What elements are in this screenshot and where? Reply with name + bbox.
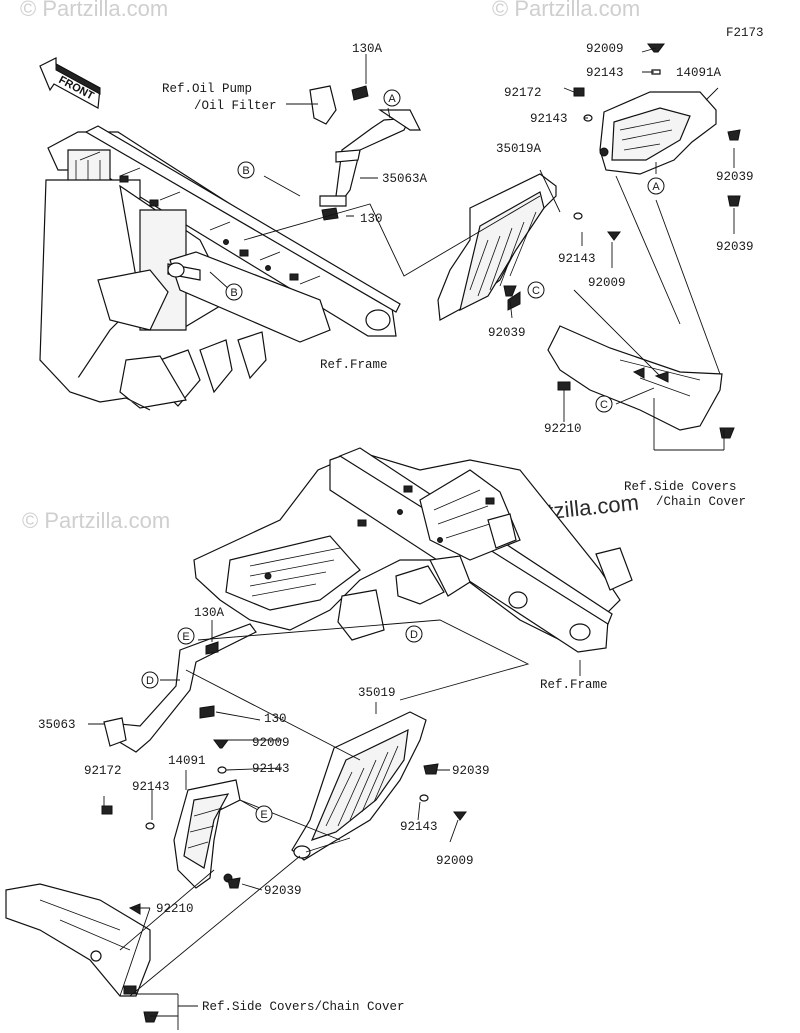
chain-cover-35019-drawing [291,711,427,861]
leaders-bottom [88,619,581,1030]
svg-text:B: B [242,165,249,177]
callout-D-bottom-1: D [405,625,423,643]
callout-E-bottom-2: E [255,805,273,823]
leaders-top [209,47,735,451]
rear-fender-bottom-drawing [5,883,151,997]
label-92143-b2: 92143 [132,780,170,794]
diagram-code: F2173 [726,26,764,40]
label-92143-t3: 92143 [558,252,596,266]
label-130-bottom: 130 [264,712,287,726]
label-14091: 14091 [168,754,206,768]
ref-side-covers-bottom: Ref.Side Covers/Chain Cover [202,1000,405,1014]
ref-side-covers-top-line1: Ref.Side Covers [624,480,737,494]
label-92039-b1: 92039 [452,764,490,778]
mudguard-14091A-drawing [599,91,717,175]
ref-side-covers-top-line2: /Chain Cover [656,495,746,509]
ref-oil-pump-line2: /Oil Filter [194,99,277,113]
svg-text:A: A [388,93,396,105]
label-92143-t2: 92143 [530,112,568,126]
svg-text:E: E [260,809,267,821]
label-35063: 35063 [38,718,76,732]
label-92009-t2: 92009 [588,276,626,290]
label-92039-b2: 92039 [264,884,302,898]
svg-text:C: C [600,399,608,411]
callout-A-top-1: A [383,89,401,107]
label-130-top: 130 [360,212,383,226]
callout-A-top-2: A [647,177,665,195]
label-92143-b3: 92143 [400,820,438,834]
rear-fender-top-drawing [547,325,723,431]
svg-text:D: D [410,629,418,641]
label-92143-t1: 92143 [586,66,624,80]
svg-text:C: C [532,285,540,297]
label-92172-top: 92172 [504,86,542,100]
watermark-top-right: © Partzilla.com [492,0,640,21]
svg-text:E: E [182,631,189,643]
callout-E-bottom-1: E [177,627,195,645]
label-130A-bottom: 130A [194,606,225,620]
label-92039-t1: 92039 [716,170,754,184]
frame-top-drawing [39,125,401,411]
callout-C-top-1: C [527,281,545,299]
svg-text:B: B [230,287,237,299]
fasteners-top [503,43,741,439]
callout-C-top-2: C [595,395,613,413]
label-92143-b1: 92143 [252,762,290,776]
label-92172-bottom: 92172 [84,764,122,778]
mudguard-14091-drawing [173,779,241,889]
frame-bottom-drawing [193,447,633,653]
front-arrow-icon: FRONT [39,57,101,109]
label-92039-t2: 92039 [716,240,754,254]
rod-35063A-drawing [309,85,421,221]
watermark-top-left: © Partzilla.com [20,0,168,21]
label-35019: 35019 [358,686,396,700]
label-92039-t3: 92039 [488,326,526,340]
fasteners-bottom [101,739,467,1023]
callout-D-bottom-2: D [141,671,159,689]
svg-text:A: A [652,181,660,193]
svg-text:D: D [146,675,154,687]
label-130A-top: 130A [352,42,383,56]
ref-oil-pump-line1: Ref.Oil Pump [162,82,252,96]
watermark-mid-left: © Partzilla.com [22,508,170,533]
rod-35063-drawing [103,623,257,753]
label-92210-bottom: 92210 [156,902,194,916]
callout-B-top-2: B [225,283,243,301]
ref-frame-top: Ref.Frame [320,358,388,372]
label-35063A: 35063A [382,172,428,186]
callout-B-top-1: B [237,161,255,179]
label-92210-top: 92210 [544,422,582,436]
label-92009-b1: 92009 [252,736,290,750]
ref-frame-bottom: Ref.Frame [540,678,608,692]
label-14091A: 14091A [676,66,722,80]
label-92009-t1: 92009 [586,42,624,56]
label-35019A: 35019A [496,142,542,156]
chain-cover-35019A-drawing [437,173,557,321]
label-92009-b2: 92009 [436,854,474,868]
